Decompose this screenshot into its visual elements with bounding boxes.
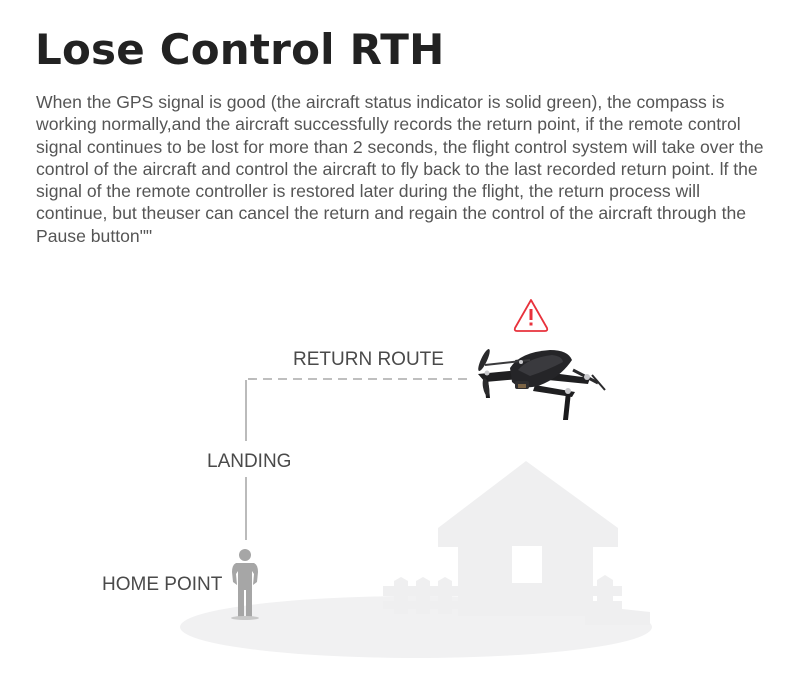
warning-triangle-icon [513,299,549,332]
return-route-label: RETURN ROUTE [293,349,444,370]
description-paragraph: When the GPS signal is good (the aircraf… [36,92,764,246]
page-title: Lose Control RTH [35,25,445,74]
person-icon [231,549,259,620]
home-point-label: HOME POINT [102,574,223,595]
landing-label: LANDING [207,451,292,472]
house-icon [383,461,650,625]
house-window [512,546,542,583]
drone-icon [478,349,606,420]
